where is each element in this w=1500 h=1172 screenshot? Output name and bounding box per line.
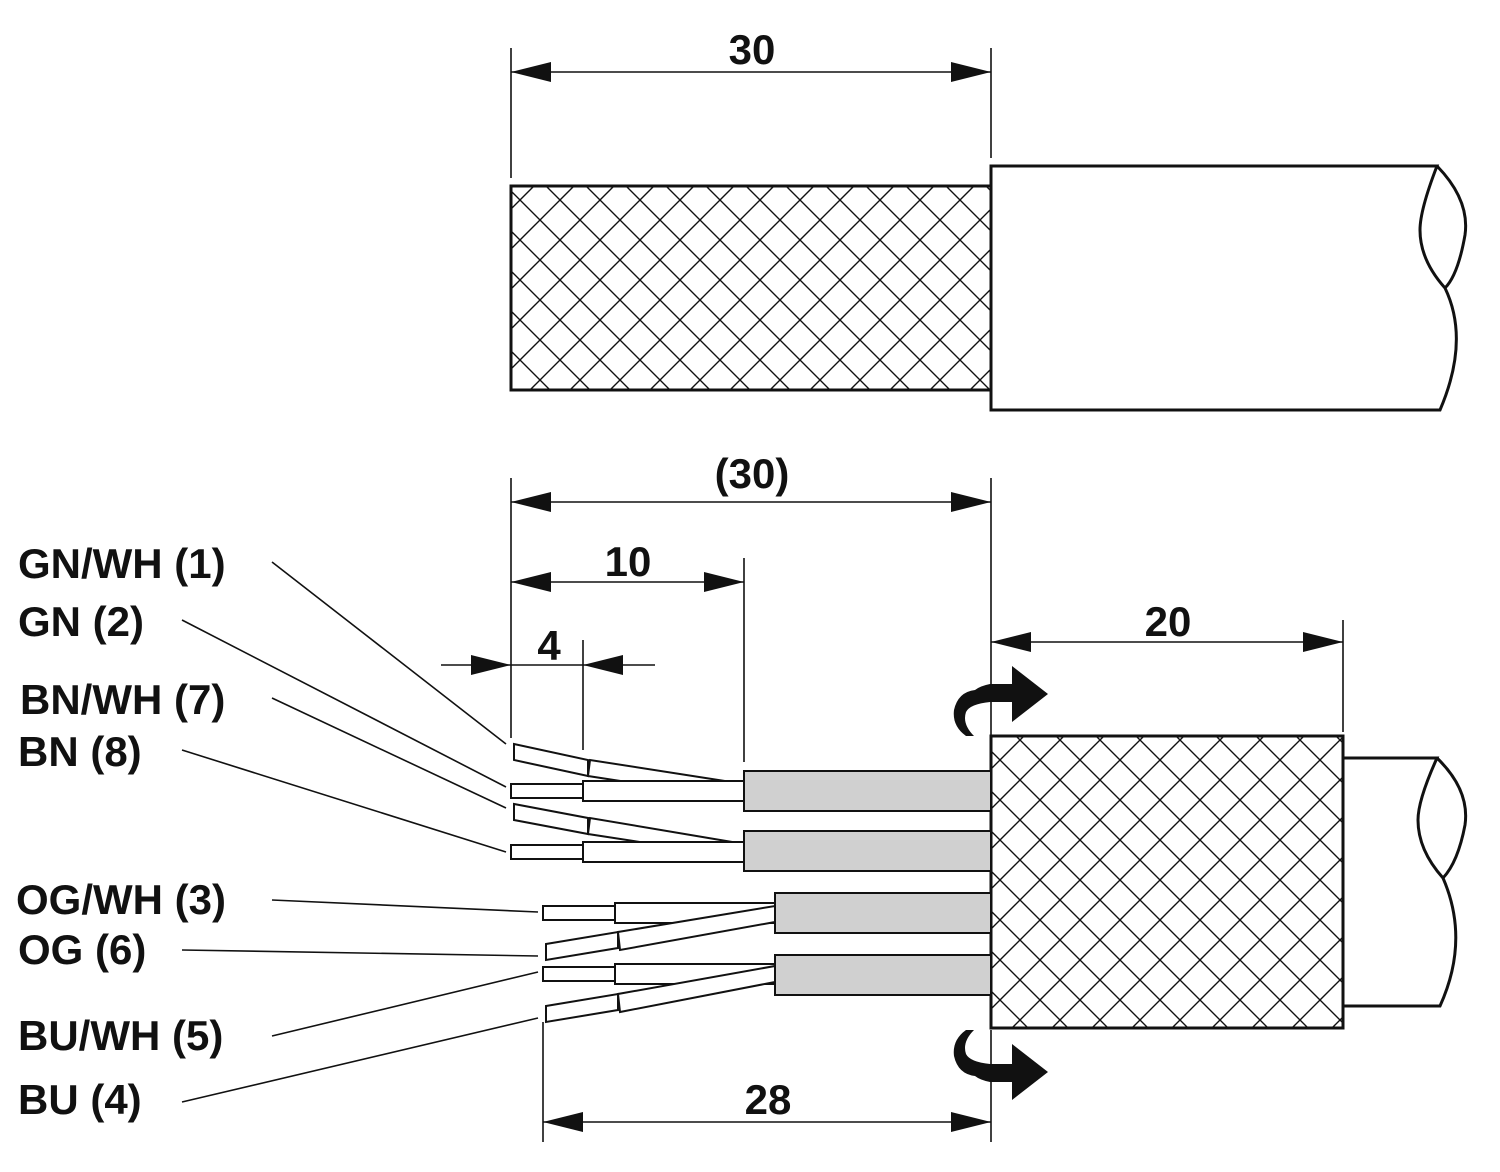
wire-label: BN (8) bbox=[18, 728, 142, 775]
dim-strip-end: 4 bbox=[537, 622, 561, 669]
dim-wire-length: 28 bbox=[745, 1076, 792, 1123]
pair-green bbox=[743, 770, 992, 812]
braided-shield-icon bbox=[989, 734, 1345, 1030]
dim-bottom-total: (30) bbox=[715, 450, 790, 497]
single-wires bbox=[510, 742, 776, 1024]
dim-line-pair-untwist bbox=[511, 572, 744, 592]
dim-line-shield-fold bbox=[991, 632, 1343, 652]
top-cable: 30 bbox=[509, 26, 1468, 412]
wire-label: OG (6) bbox=[18, 926, 146, 973]
fold-back-arrow-icon bbox=[953, 1030, 1048, 1100]
wire-label: GN/WH (1) bbox=[18, 540, 226, 587]
wire-label: BU (4) bbox=[18, 1076, 142, 1123]
wire-label: BN/WH (7) bbox=[20, 676, 225, 723]
braided-shield-icon bbox=[509, 184, 993, 392]
leader-lines bbox=[181, 561, 539, 1103]
wire-label: BU/WH (5) bbox=[18, 1012, 223, 1059]
dim-line-bottom-total bbox=[511, 492, 991, 512]
dim-shield-fold: 20 bbox=[1145, 598, 1192, 645]
pair-blue bbox=[774, 954, 992, 996]
cable-jacket bbox=[989, 164, 1458, 412]
wire-label: GN (2) bbox=[18, 598, 144, 645]
dim-line-top-strip bbox=[511, 62, 991, 82]
dim-line-wire-length bbox=[543, 1112, 991, 1132]
wire-label: OG/WH (3) bbox=[16, 876, 226, 923]
pair-orange bbox=[774, 892, 992, 934]
dim-pair-untwist: 10 bbox=[605, 538, 652, 585]
cable-jacket bbox=[1341, 756, 1458, 1008]
fold-back-arrow-icon bbox=[953, 666, 1048, 736]
pair-brown bbox=[743, 830, 992, 872]
bottom-cable: (30) 10 4 20 28 bbox=[16, 450, 1468, 1142]
dim-line-strip-end bbox=[441, 655, 655, 675]
dim-top-strip: 30 bbox=[729, 26, 776, 73]
